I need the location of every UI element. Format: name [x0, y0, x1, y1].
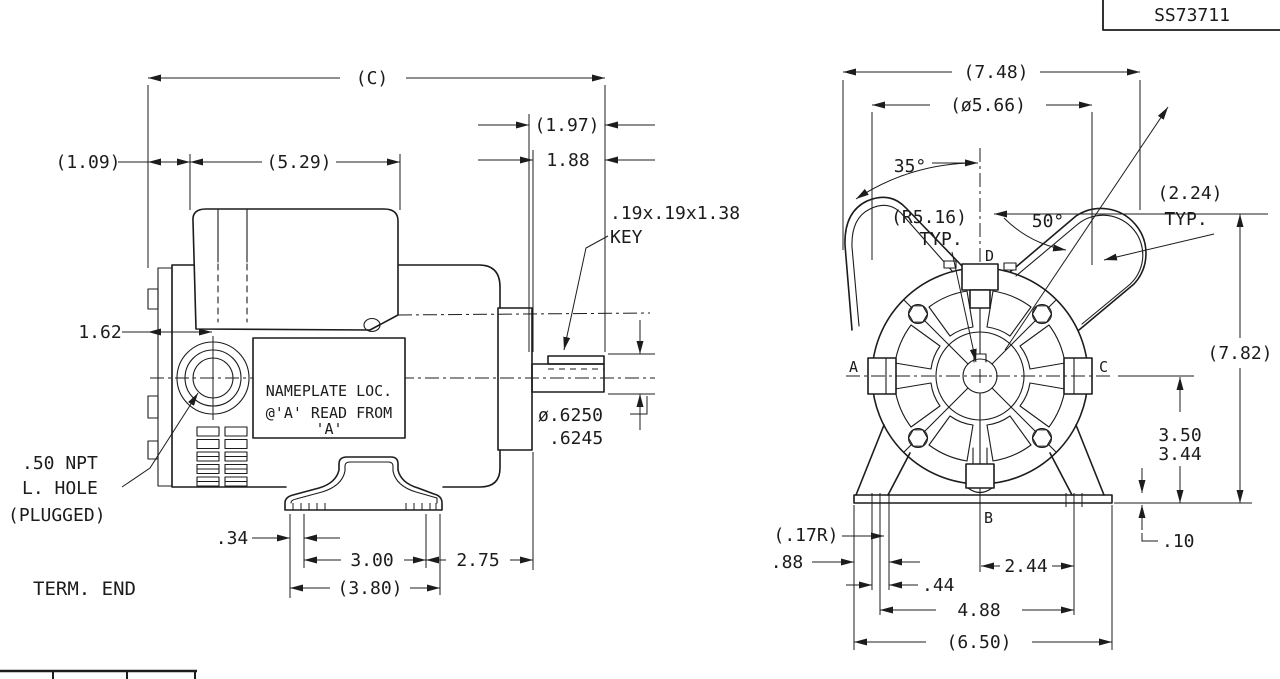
svg-text:.34: .34	[216, 528, 249, 549]
conduit-bump-left	[844, 196, 963, 331]
terminal-block	[943, 260, 1017, 309]
dim-0-10: .10	[1138, 468, 1195, 552]
svg-text:(ø5.66): (ø5.66)	[950, 95, 1026, 116]
dim-7-82: (7.82)	[1207, 214, 1273, 503]
dim-5-29: (5.29)	[190, 152, 400, 173]
flange-tab-mid	[147, 395, 159, 419]
bearing-boss	[497, 307, 533, 451]
spokes	[903, 267, 1057, 485]
dim-r5-16: (R5.16) TYP.	[891, 207, 977, 363]
vent-slots	[196, 426, 248, 487]
dim-angle-35: 35°	[855, 156, 979, 200]
point-b-label: B	[984, 509, 993, 527]
flange-tab-top	[147, 288, 159, 310]
shaft-key	[547, 355, 605, 365]
dim-1-88: 1.88	[478, 150, 655, 171]
svg-text:3.44: 3.44	[1158, 444, 1201, 465]
doc-number: SS73711	[1154, 5, 1230, 26]
dim-3-80: (3.80)	[290, 578, 440, 599]
dim-r0-17: (.17R)	[773, 525, 884, 546]
svg-text:(2.24): (2.24)	[1157, 183, 1222, 204]
dim-1-62: 1.62	[78, 322, 212, 343]
base-supports	[853, 424, 1113, 504]
svg-text:3.50: 3.50	[1158, 425, 1201, 446]
dim-1-97: (1.97)	[478, 115, 655, 136]
svg-text:2.44: 2.44	[1004, 556, 1047, 577]
dim-angle-50: 50°	[1003, 106, 1169, 351]
nameplate-line2: @'A' READ FROM	[266, 404, 392, 422]
dim-0-34: .34	[216, 528, 340, 549]
svg-text:.6245: .6245	[549, 428, 603, 449]
svg-text:1.62: 1.62	[78, 322, 121, 343]
dim-3-50: 3.50 3.44	[1158, 377, 1202, 503]
svg-text:.10: .10	[1162, 531, 1195, 552]
view-caption: TERM. END	[33, 578, 136, 600]
nameplate-line3: 'A'	[315, 420, 342, 438]
drain-fitting	[965, 447, 995, 494]
svg-text:(.17R): (.17R)	[773, 525, 838, 546]
svg-text:4.88: 4.88	[957, 600, 1000, 621]
dim-1-09: (1.09)	[55, 152, 190, 173]
svg-text:(1.09): (1.09)	[55, 152, 120, 173]
point-d-label: D	[985, 247, 994, 265]
title-block: SS73711	[1102, 0, 1280, 31]
dim-6-50: (6.50)	[854, 632, 1112, 653]
dim-7-48: (7.48)	[843, 62, 1140, 83]
svg-text:1.88: 1.88	[546, 150, 589, 171]
svg-text:L. HOLE: L. HOLE	[22, 478, 98, 499]
dim-overall-c: (C)	[148, 68, 605, 89]
svg-text:3.00: 3.00	[350, 550, 393, 571]
end-view: (7.48) (ø5.66) 35° (R5.16) TYP. 50° (2.2	[771, 62, 1273, 653]
cover-screw	[363, 317, 381, 333]
svg-text:(3.80): (3.80)	[337, 578, 402, 599]
svg-text:50°: 50°	[1032, 211, 1065, 232]
front-flange	[157, 267, 173, 487]
svg-text:(7.82): (7.82)	[1207, 343, 1272, 364]
svg-text:(6.50): (6.50)	[946, 632, 1011, 653]
nameplate-line1: NAMEPLATE LOC.	[266, 382, 392, 400]
svg-text:KEY: KEY	[610, 227, 643, 248]
flange-tab-bottom	[147, 440, 159, 460]
parts-table-stub	[0, 669, 197, 679]
svg-text:2.75: 2.75	[456, 550, 499, 571]
svg-text:.50 NPT: .50 NPT	[22, 453, 98, 474]
svg-text:.88: .88	[771, 552, 804, 573]
svg-text:ø.6250: ø.6250	[538, 405, 603, 426]
dim-3-00: 3.00	[304, 550, 426, 571]
conduit-box	[192, 208, 399, 331]
svg-text:(C): (C)	[356, 68, 389, 89]
point-c-label: C	[1099, 358, 1108, 376]
dim-4-88: 4.88	[880, 600, 1074, 621]
base-bracket	[284, 456, 443, 511]
dim-0-44: .44	[846, 575, 955, 596]
side-view: NAMEPLATE LOC. @'A' READ FROM 'A'	[8, 68, 740, 600]
svg-text:35°: 35°	[894, 156, 927, 177]
dim-shaft-diameter: ø.6250 .6245	[538, 320, 648, 449]
npt-boss	[176, 336, 250, 420]
svg-text:(5.29): (5.29)	[266, 152, 331, 173]
dim-2-24: (2.24) TYP.	[1103, 183, 1223, 261]
capacitor-bump-right	[1009, 207, 1147, 331]
svg-text:.44: .44	[922, 575, 955, 596]
svg-text:TYP.: TYP.	[1164, 209, 1207, 230]
dim-dia-5-66: (ø5.66)	[872, 95, 1092, 116]
svg-text:TYP.: TYP.	[919, 229, 962, 250]
svg-text:(PLUGGED): (PLUGGED)	[8, 505, 106, 526]
dim-2-75: 2.75	[426, 550, 533, 571]
dim-0-88: .88	[771, 552, 920, 573]
nameplate: NAMEPLATE LOC. @'A' READ FROM 'A'	[252, 337, 406, 439]
key-callout: .19x.19x1.38 KEY	[563, 203, 740, 351]
dim-2-44: 2.44	[981, 556, 1074, 577]
svg-text:(R5.16): (R5.16)	[891, 207, 967, 228]
svg-text:.19x.19x1.38: .19x.19x1.38	[610, 203, 740, 224]
npt-callout: .50 NPT L. HOLE (PLUGGED)	[8, 392, 199, 526]
svg-text:(7.48): (7.48)	[963, 62, 1028, 83]
svg-text:(1.97): (1.97)	[534, 115, 599, 136]
point-a-label: A	[849, 358, 858, 376]
